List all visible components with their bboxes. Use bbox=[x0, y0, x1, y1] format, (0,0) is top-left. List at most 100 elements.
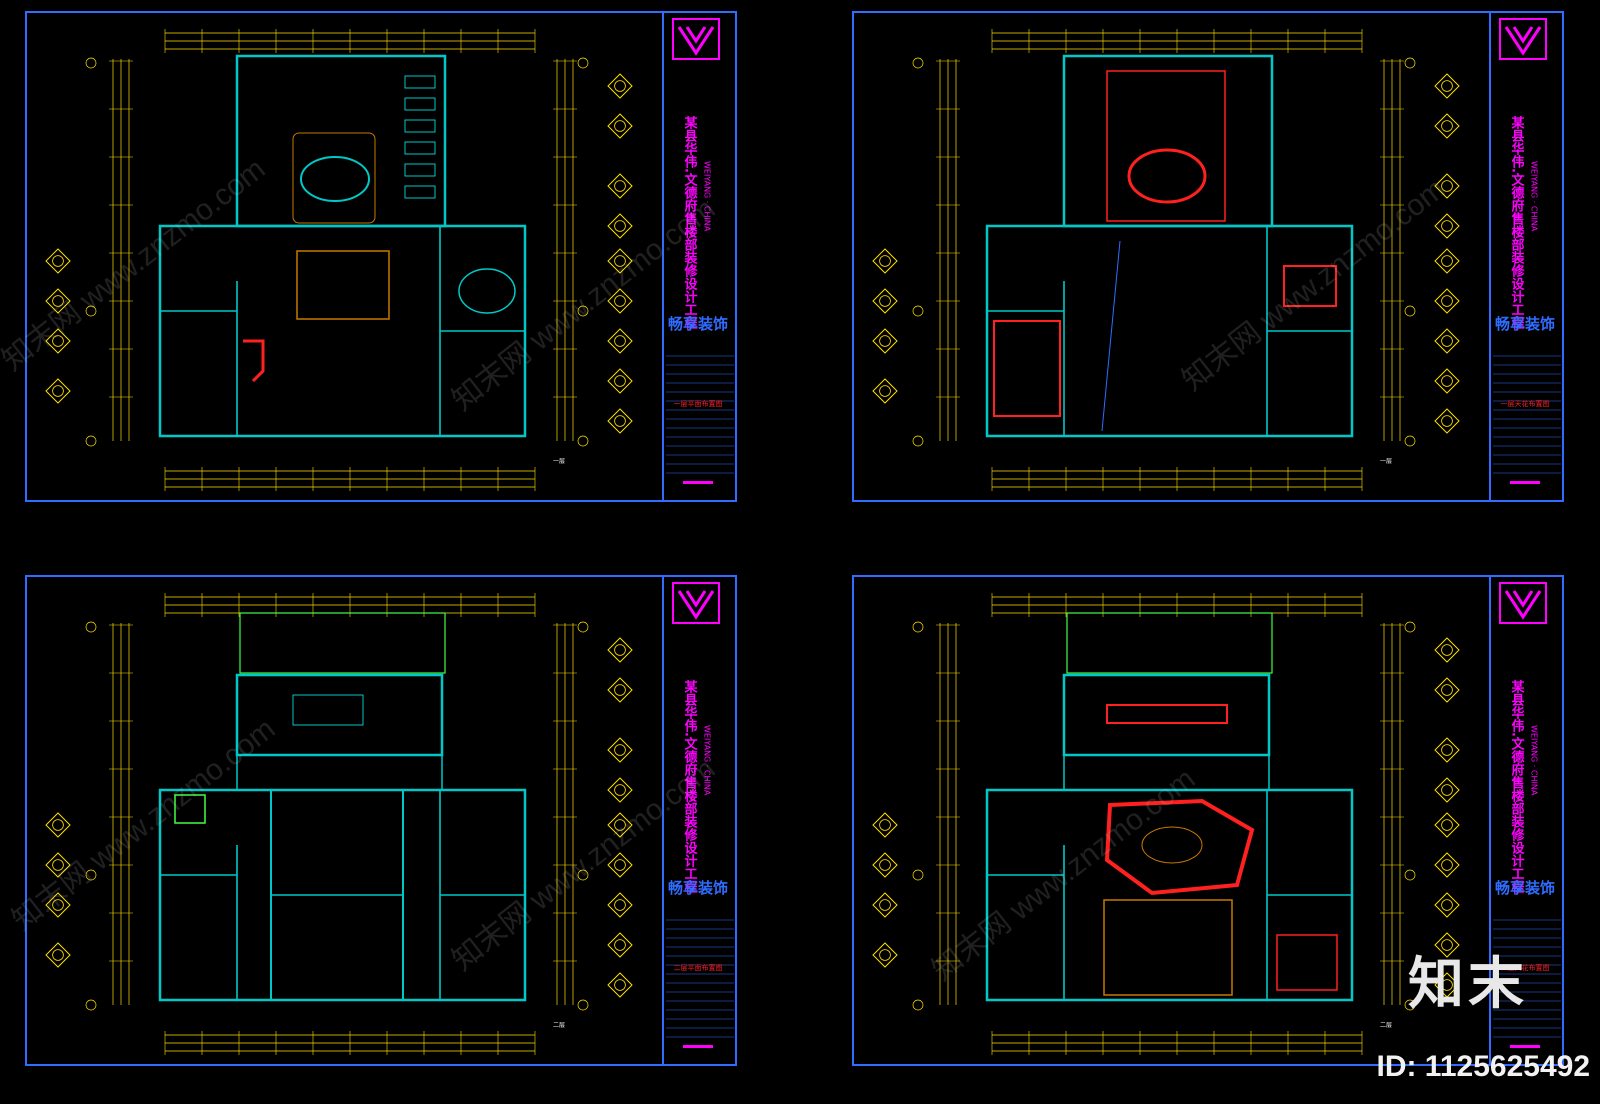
elevation-symbol-center bbox=[1441, 80, 1453, 92]
link-wall bbox=[236, 754, 443, 791]
title-block-mark bbox=[1510, 481, 1540, 484]
elevation-symbol bbox=[607, 73, 633, 99]
elevation-symbol-center bbox=[614, 819, 626, 831]
elevation-symbol bbox=[1434, 637, 1460, 663]
drawing-caption: 二层天花布置图 bbox=[1501, 963, 1550, 972]
axis-bubble bbox=[85, 869, 97, 881]
company-logo-icon bbox=[1499, 18, 1547, 60]
elevation-symbol bbox=[607, 173, 633, 199]
elevation-symbol bbox=[607, 892, 633, 918]
project-title: 某县华伟.文德府售楼部装修设计工程 bbox=[1509, 115, 1526, 330]
elevation-symbol bbox=[1434, 113, 1460, 139]
project-title: 某县华伟.文德府售楼部装修设计工程 bbox=[682, 115, 699, 330]
elevation-symbol bbox=[1434, 328, 1460, 354]
elevation-symbol-center bbox=[614, 335, 626, 347]
elevation-symbol bbox=[45, 942, 71, 968]
elevation-symbol bbox=[1434, 932, 1460, 958]
elevation-symbol bbox=[1434, 248, 1460, 274]
axis-bubble bbox=[577, 869, 589, 881]
ceiling-panel bbox=[1106, 70, 1226, 222]
desk-unit bbox=[404, 119, 436, 133]
elevation-symbol bbox=[1434, 408, 1460, 434]
elevation-symbol bbox=[1434, 73, 1460, 99]
elevation-symbol-center bbox=[879, 949, 891, 961]
elevation-symbol-center bbox=[614, 80, 626, 92]
elevation-symbol-center bbox=[1441, 295, 1453, 307]
elevation-symbol-center bbox=[1441, 415, 1453, 427]
axis-bubble bbox=[85, 305, 97, 317]
desk-unit bbox=[404, 185, 436, 199]
drawing-caption: 一层天花布置图 bbox=[1501, 399, 1550, 408]
elevation-symbol bbox=[607, 248, 633, 274]
axis-bubble bbox=[912, 999, 924, 1011]
company-logo-mark bbox=[1504, 26, 1542, 56]
drawing-caption: 二层平面布置图 bbox=[674, 963, 723, 972]
elevation-symbol-center bbox=[614, 180, 626, 192]
axis-bubble bbox=[1404, 435, 1416, 447]
elevation-symbol-center bbox=[52, 949, 64, 961]
axis-bubble bbox=[912, 435, 924, 447]
title-block bbox=[1489, 575, 1564, 1066]
elevation-symbol bbox=[45, 328, 71, 354]
elevation-symbol-center bbox=[879, 295, 891, 307]
elevation-symbol bbox=[607, 777, 633, 803]
company-logo-mark bbox=[1504, 590, 1542, 620]
elevation-symbol bbox=[607, 972, 633, 998]
company-logo-icon bbox=[672, 582, 720, 624]
drawing-scale-note: 一层 bbox=[553, 458, 565, 465]
sheet-frame bbox=[25, 575, 737, 1066]
ceiling-panel bbox=[993, 320, 1061, 417]
drawing-caption: 一层平面布置图 bbox=[674, 399, 723, 408]
elevation-symbol-center bbox=[879, 385, 891, 397]
elevation-symbol-center bbox=[879, 819, 891, 831]
company-logo-mark bbox=[677, 26, 715, 56]
elevation-symbol-center bbox=[52, 385, 64, 397]
desk-unit bbox=[404, 141, 436, 155]
title-block bbox=[662, 575, 737, 1066]
elevation-symbol-center bbox=[879, 255, 891, 267]
project-subtitle: WEIYANG · CHINA bbox=[1530, 725, 1539, 796]
axis-bubble bbox=[577, 999, 589, 1011]
elevation-symbol-center bbox=[52, 899, 64, 911]
drawing-scale-note: 一层 bbox=[1380, 458, 1392, 465]
elevation-symbol bbox=[872, 288, 898, 314]
sand-table bbox=[300, 156, 370, 202]
elevation-symbol-center bbox=[879, 335, 891, 347]
elevation-symbol bbox=[607, 677, 633, 703]
elevation-symbol bbox=[607, 637, 633, 663]
elevation-symbol-center bbox=[614, 415, 626, 427]
title-block bbox=[662, 11, 737, 502]
elevation-symbol bbox=[607, 328, 633, 354]
axis-bubble bbox=[577, 435, 589, 447]
elevation-symbol-center bbox=[1441, 180, 1453, 192]
elevation-symbol bbox=[872, 942, 898, 968]
elevation-symbol-center bbox=[614, 220, 626, 232]
elevation-symbol-center bbox=[614, 120, 626, 132]
axis-bubble bbox=[85, 435, 97, 447]
elevation-symbol-center bbox=[614, 899, 626, 911]
elevation-symbol-center bbox=[614, 295, 626, 307]
ceiling-guide bbox=[1101, 240, 1121, 432]
elevation-symbol bbox=[1434, 288, 1460, 314]
elevation-symbol bbox=[1434, 777, 1460, 803]
title-block bbox=[1489, 11, 1564, 502]
axis-bubble bbox=[1404, 305, 1416, 317]
project-title: 某县华伟.文德府售楼部装修设计工程 bbox=[1509, 679, 1526, 894]
watermark-id: ID: 1125625492 bbox=[1376, 1050, 1590, 1083]
axis-bubble bbox=[912, 305, 924, 317]
desk-unit bbox=[404, 97, 436, 111]
link-wall bbox=[1063, 754, 1270, 791]
meeting-table bbox=[292, 694, 364, 726]
elevation-symbol-center bbox=[52, 255, 64, 267]
elevation-symbol bbox=[1434, 892, 1460, 918]
feature-wall bbox=[243, 339, 265, 383]
elevation-symbol bbox=[607, 408, 633, 434]
ceiling-feature-outline bbox=[1104, 798, 1255, 896]
lounge-table bbox=[458, 268, 516, 314]
ceiling-contour bbox=[1141, 826, 1203, 864]
elevation-symbol-center bbox=[1441, 255, 1453, 267]
stair bbox=[174, 794, 206, 824]
